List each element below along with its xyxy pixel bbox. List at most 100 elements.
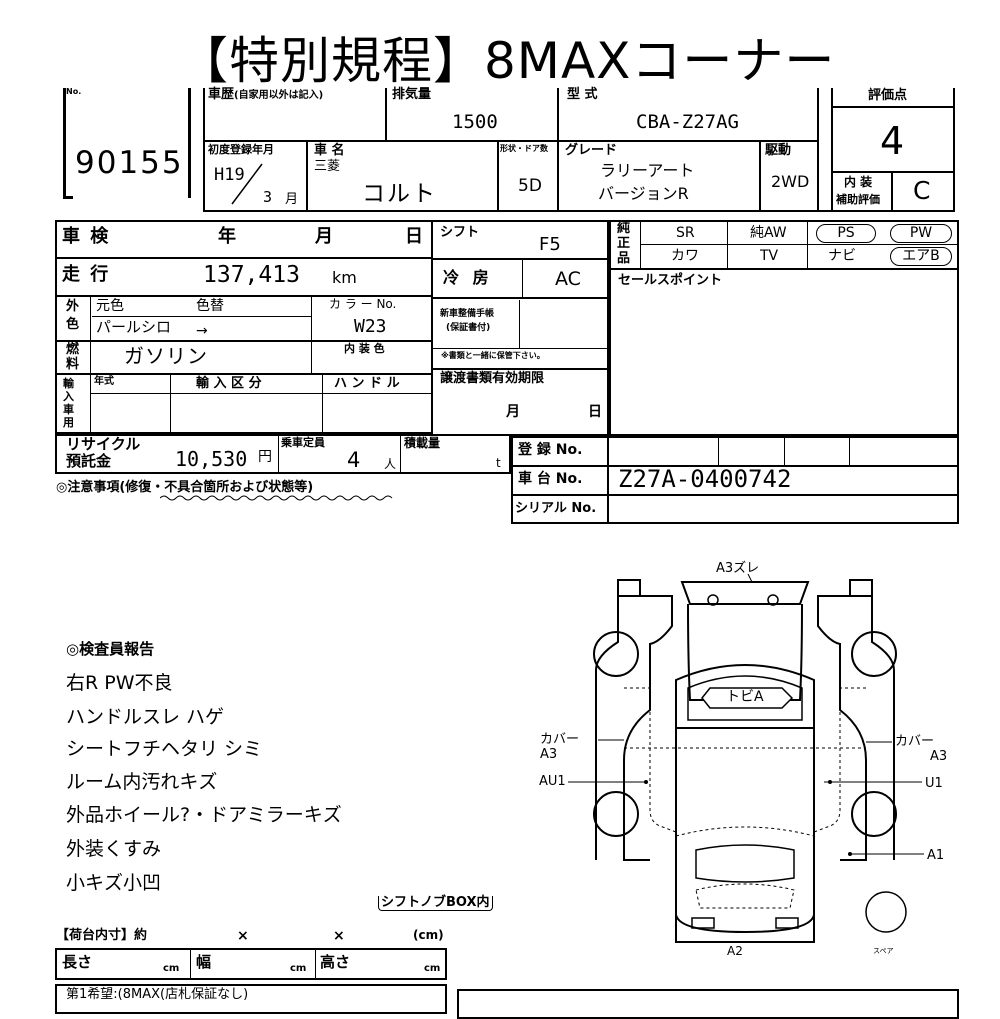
color-side2: 色	[66, 317, 80, 332]
model-value: CBA-Z27AG	[636, 111, 739, 133]
sales-point-label: セールスポイント	[618, 273, 723, 288]
capacity-value: 4	[347, 448, 361, 472]
report-line: 右R PW不良	[66, 672, 173, 694]
color-side1: 外	[66, 299, 80, 314]
car-name-value: コルト	[362, 181, 437, 207]
lot-number: 90155	[75, 145, 184, 181]
manual-label2: (保証書付)	[446, 323, 491, 333]
equipment-side1: 純	[617, 221, 631, 236]
displacement-value: 1500	[452, 111, 498, 133]
equip-pw-badge: PW	[890, 224, 952, 243]
color-change-label: 色替	[196, 298, 224, 314]
diagram-left-au1: AU1	[539, 774, 566, 789]
bottom-right-box	[457, 989, 959, 1019]
shift-value: F5	[539, 234, 561, 255]
recycle-label2: 預託金	[66, 452, 112, 470]
no-label: No.	[66, 87, 82, 96]
load-label: 積載量	[404, 436, 441, 450]
equip-ps-badge: PS	[816, 224, 876, 243]
cargo-x2: ×	[333, 928, 345, 944]
import-year-label: 年式	[94, 376, 114, 387]
maker-value: 三菱	[314, 159, 341, 174]
report-line: 小キズ小凹	[66, 872, 162, 894]
cargo-unit: (cm)	[413, 928, 444, 942]
fuel-value: ガソリン	[124, 344, 208, 368]
diagram-left-cover: カバー	[540, 732, 580, 747]
report-line: シートフチヘタリ シミ	[66, 738, 263, 760]
vehicle-info-table	[55, 220, 433, 434]
interior-label1: 内 装	[844, 175, 873, 189]
manual-note: ※書類と一緒に保管下さい。	[441, 351, 545, 360]
score-value: 4	[880, 119, 905, 163]
equipment-side3: 品	[617, 251, 631, 266]
chassis-value: Z27A-0400742	[618, 465, 792, 493]
mileage-unit: km	[332, 268, 357, 287]
color-no-value: W23	[354, 316, 387, 337]
chassis-label: 車 台 No.	[518, 471, 583, 487]
interior-label2: 補助評価	[836, 193, 880, 206]
slash-mark	[231, 163, 263, 205]
interior-color-label: 内 装 色	[344, 342, 385, 355]
grade-line2: バージョンR	[598, 184, 689, 203]
orig-color-label: 元色	[96, 298, 124, 314]
reg-label: 登 録 No.	[518, 442, 583, 458]
mileage-label: 走 行	[62, 264, 111, 285]
interior-score: C	[913, 176, 931, 205]
car-damage-diagram	[568, 573, 924, 943]
cargo-height-cm: cm	[424, 963, 441, 974]
diagram-right-a3: A3	[930, 749, 948, 764]
recycle-value: 10,530	[175, 447, 248, 471]
diagram-roof-label: トビA	[726, 689, 764, 705]
equipment-sales-box	[609, 220, 959, 436]
diagram-right-a1: A1	[927, 848, 945, 863]
manual-label1: 新車整備手帳	[440, 309, 495, 319]
cargo-x1: ×	[237, 928, 249, 944]
caution-label: ◎注意事項(修復・不具合箇所および状態等)	[56, 480, 314, 495]
equip-aw: 純AW	[750, 225, 787, 241]
recycle-label1: リサイクル	[66, 435, 141, 453]
color-no-label: カ ラ ー No.	[329, 297, 397, 311]
doors-label: 形状・ドア数	[500, 144, 548, 153]
cargo-heading: 【荷台内寸】約	[56, 928, 148, 943]
fuel-side1: 燃	[66, 342, 80, 357]
diagram-top-label: A3ズレ	[716, 561, 760, 576]
import-type-label: 輸 入 区 分	[196, 376, 262, 391]
equip-airbag-badge: エアB	[890, 247, 952, 266]
diagram-right-u1: U1	[925, 776, 943, 791]
caution-wavy-underline	[160, 495, 393, 501]
diagram-left-a3: A3	[540, 747, 558, 762]
drive-value: 2WD	[771, 172, 810, 191]
report-line: ルーム内汚れキズ	[66, 771, 218, 793]
cargo-width-label: 幅	[196, 953, 212, 971]
drive-label: 駆動	[765, 143, 792, 158]
shaken-day-label: 日	[405, 226, 423, 247]
first-wish-text: 第1希望:(8MAX(店札保証なし)	[66, 987, 249, 1002]
report-line: ハンドルスレ ハゲ	[66, 706, 225, 728]
diagram-spare-label: スペア	[873, 947, 894, 955]
shift-label: シフト	[440, 225, 480, 240]
shift-knob-note: シフトノブBOX内	[378, 896, 493, 911]
fuel-side2: 料	[66, 357, 80, 372]
registration-box	[511, 436, 959, 524]
history-note: (自家用以外は記入)	[234, 90, 324, 101]
equipment-side2: 正	[617, 236, 631, 251]
first-reg-label: 初度登録年月	[208, 143, 274, 156]
history-label-text: 車歴	[208, 87, 235, 102]
report-heading: ◎検査員報告	[66, 640, 155, 658]
handle-label: ハ ン ド ル	[334, 376, 400, 391]
equip-navi: ナビ	[828, 248, 856, 264]
report-line: 外装くすみ	[66, 838, 162, 860]
shaken-year-label: 年	[218, 226, 236, 247]
car-name-label: 車 名	[314, 143, 345, 158]
cargo-height-label: 高さ	[320, 953, 351, 971]
import-side-label: 輸入車用	[63, 377, 74, 429]
load-unit: t	[496, 456, 501, 470]
mileage-value: 137,413	[203, 262, 300, 288]
ac-value: AC	[555, 268, 581, 290]
recycle-row	[55, 434, 511, 474]
cargo-length-cm: cm	[163, 963, 180, 974]
first-reg-year: H19	[214, 165, 245, 185]
displacement-label: 排気量	[392, 87, 432, 102]
transfer-month-label: 月	[506, 404, 520, 420]
doors-value: 5D	[518, 176, 542, 196]
